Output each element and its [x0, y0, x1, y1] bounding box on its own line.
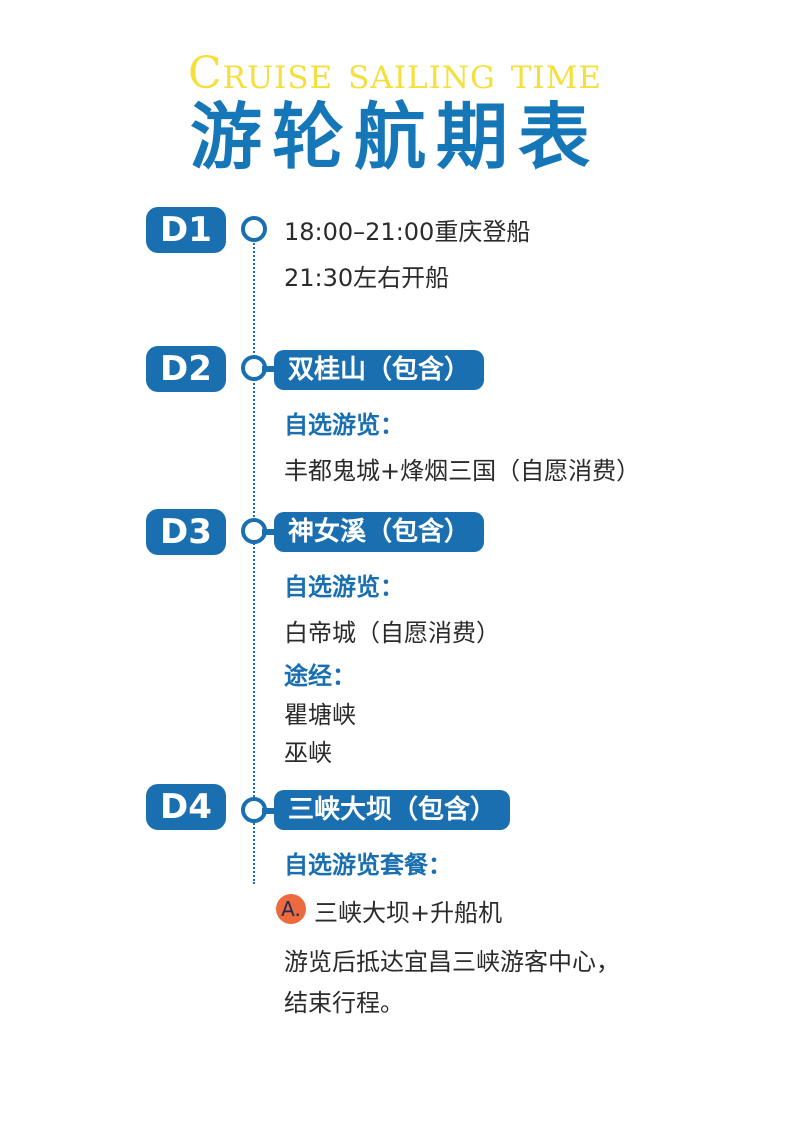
d4-package-label: 自选游览套餐：	[284, 851, 452, 879]
d2-optional-label: 自选游览：	[284, 411, 404, 439]
d4-closing-line-2: 结束行程。	[284, 989, 404, 1017]
d3-optional-label: 自选游览：	[284, 573, 404, 601]
day-badge-d4: D4	[146, 784, 226, 830]
d4-closing-line-1: 游览后抵达宜昌三峡游客中心，	[284, 948, 620, 976]
day-badge-d3: D3	[146, 509, 226, 555]
d1-boarding-time: 18:00–21:00重庆登船	[284, 218, 531, 246]
english-title: Cruise sailing time	[187, 48, 603, 99]
timeline-dotted-line	[253, 232, 255, 884]
d3-via-item-qutang: 瞿塘峡	[284, 701, 356, 729]
d3-optional-item: 白帝城（自愿消费）	[284, 619, 500, 647]
d3-via-item-wuxia: 巫峡	[284, 739, 332, 767]
d1-departure-time: 21:30左右开船	[284, 264, 450, 292]
d2-optional-item: 丰都鬼城+烽烟三国（自愿消费）	[284, 457, 641, 485]
timeline-connector-d4	[262, 808, 278, 814]
package-option-a-badge: A.	[276, 894, 306, 924]
timeline-node-d1	[241, 216, 267, 242]
d2-heading-pill: 双桂山（包含）	[274, 350, 485, 390]
package-option-a-text: 三峡大坝+升船机	[314, 899, 503, 927]
page-title: 游轮航期表	[189, 95, 600, 179]
d4-heading-pill: 三峡大坝（包含）	[274, 790, 511, 830]
day-badge-d2: D2	[146, 346, 226, 392]
timeline-connector-d3	[262, 529, 278, 535]
d3-heading-pill: 神女溪（包含）	[274, 512, 485, 552]
timeline-connector-d2	[262, 366, 278, 372]
day-badge-d1: D1	[146, 207, 226, 253]
d3-via-label: 途经：	[284, 662, 356, 690]
